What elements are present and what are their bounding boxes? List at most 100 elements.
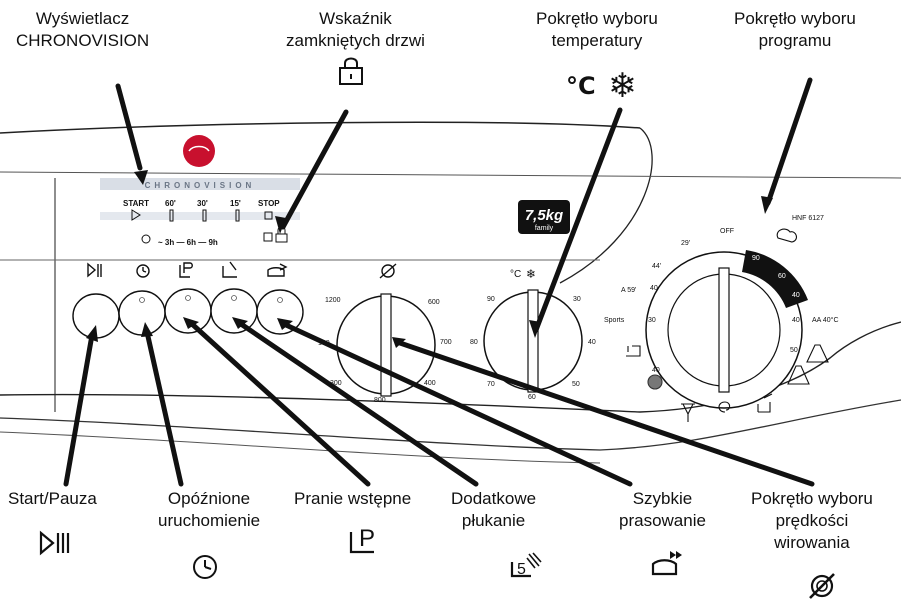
- model-label: HNF 6127: [792, 215, 824, 222]
- callout-door-lock-icon: [336, 56, 366, 93]
- temp-scale-50: 50: [572, 381, 580, 388]
- drum-door-edge-inner: [0, 431, 601, 464]
- arrowhead-start-pause: [86, 325, 98, 342]
- spin-knob[interactable]: [336, 293, 436, 397]
- arrowhead-delay-start: [141, 322, 153, 337]
- panel-rinse-icon: [222, 261, 237, 278]
- program-label-a59: A 59': [621, 287, 636, 294]
- arrowhead-extra-rinse: [232, 317, 248, 329]
- temp-scale-40: 40: [588, 339, 596, 346]
- program-label-40c: 40: [650, 285, 658, 292]
- capacity-sub: family: [535, 225, 554, 232]
- pointer-extra-rinse: [238, 321, 479, 487]
- capacity-badge: [518, 200, 570, 234]
- callout-extra-rinse-line1: Dodatkowe: [451, 489, 537, 508]
- callout-temperature: Pokrętło wyboru temperatury: [536, 8, 658, 52]
- capacity-value: 7,5kg: [525, 207, 563, 224]
- spin-scale-1200: 1200: [325, 297, 341, 304]
- temp-scale-80: 80: [470, 339, 478, 346]
- program-spin-icon: [718, 401, 731, 413]
- spin-scale-800: 800: [374, 397, 386, 404]
- callout-delay-start-line2: uruchomienie: [158, 511, 261, 530]
- spin-scale-400: 400: [424, 380, 436, 387]
- callout-temperature-line1: Pokrętło wyboru: [536, 9, 658, 28]
- callout-program: Pokrętło wyboru programu: [734, 8, 856, 52]
- panel-spin-slash: [379, 263, 397, 279]
- arrowhead-temperature: [529, 320, 541, 338]
- pointer-delay-start: [144, 329, 184, 487]
- callout-door-lock-line1: Wskaźnik: [319, 9, 392, 28]
- drum-door-edge: [0, 399, 901, 451]
- pointer-program: [765, 77, 813, 206]
- callout-spin: Pokrętło wyboru prędkości wirowania: [751, 488, 873, 554]
- callout-start-pause-icon: [38, 530, 72, 563]
- arrowhead-spin: [392, 337, 406, 348]
- pointer-temperature: [533, 107, 623, 333]
- display-led-stop: [264, 211, 273, 220]
- callout-program-line1: Pokrętło wyboru: [734, 9, 856, 28]
- callout-prewash-icon: P: [348, 522, 384, 563]
- panel-top-edge: [0, 121, 641, 134]
- arrowhead-prewash: [183, 317, 199, 329]
- panel-bottom-edge: [0, 321, 901, 413]
- callout-program-line2: programu: [758, 31, 832, 50]
- program-drum-icon: [647, 374, 663, 390]
- program-label-30: 30: [648, 317, 656, 324]
- display-band-lower: [100, 212, 300, 220]
- display-brand: CHRONOVISION: [145, 181, 256, 190]
- panel-line: [0, 171, 901, 179]
- callout-extra-rinse-line2: płukanie: [461, 511, 526, 530]
- panel-pause-bars-icon: [97, 264, 102, 277]
- callout-easy-iron: Szybkie prasowanie: [619, 488, 706, 532]
- display-hood-edge: [559, 127, 653, 284]
- display-time-30: 30': [197, 199, 208, 208]
- program-flask-icon: [806, 344, 829, 363]
- callout-snowflake-icon: ❄: [608, 66, 637, 106]
- program-label-aa: AA 40°C: [812, 316, 839, 324]
- pointer-spin: [397, 340, 815, 487]
- display-led-30: [202, 209, 207, 222]
- callout-extra-rinse: Dodatkowe płukanie: [451, 488, 536, 532]
- panel-delay-clock-icon: [136, 264, 150, 278]
- program-flask-icon-2: [787, 365, 810, 385]
- panel-spin-icon: [381, 264, 395, 278]
- display-delays: ~ 3h — 6h — 9h: [158, 238, 218, 247]
- arrowhead-door-lock: [275, 216, 286, 234]
- program-prewash-icon: [626, 345, 641, 357]
- callout-door-lock: Wskaźnik zamkniętych drzwi: [286, 8, 425, 52]
- arrowhead-program: [761, 196, 773, 214]
- brand-logo: [183, 135, 215, 167]
- program-knob[interactable]: [645, 250, 808, 409]
- display-led-15: [235, 209, 240, 222]
- display-start-led: [131, 209, 141, 221]
- display-time-stop: STOP: [258, 199, 280, 208]
- callout-delay-start: Opóźnione uruchomienie: [158, 488, 260, 532]
- pointer-prewash: [189, 321, 371, 487]
- display-door-lock-icon: [275, 233, 288, 243]
- panel-snowflake-icon: ❄: [526, 267, 536, 281]
- arrowhead-easy-iron: [277, 318, 293, 330]
- spin-scale-600: 600: [428, 299, 440, 306]
- callout-easy-iron-line2: prasowanie: [619, 511, 706, 530]
- program-label-sports: Sports: [604, 317, 625, 324]
- callout-delay-start-line1: Opóźnione: [167, 489, 251, 508]
- callout-prewash: Pranie wstępne: [294, 488, 411, 510]
- program-off: OFF: [720, 228, 734, 235]
- display-time-15: 15': [230, 199, 241, 208]
- pointer-start-pause: [63, 332, 95, 487]
- program-label-40: 40: [792, 292, 800, 299]
- callout-display-line2: CHRONOVISION: [16, 31, 150, 50]
- panel-start-pause-icon: [87, 262, 97, 278]
- easy-iron-button[interactable]: [256, 289, 304, 335]
- program-label-29: 29': [681, 240, 690, 247]
- callout-start-pause-line1: Start/Pauza: [8, 489, 97, 508]
- temp-scale-70: 70: [487, 381, 495, 388]
- callout-extra-rinse-icon: 5: [509, 550, 543, 587]
- temp-scale-90: 90: [487, 296, 495, 303]
- brand-logo-mark: [188, 145, 210, 152]
- callout-display: Wyświetlacz CHRONOVISION: [16, 8, 149, 52]
- panel-prewash-icon: [179, 262, 193, 278]
- callout-display-line1: Wyświetlacz: [35, 9, 130, 28]
- panel-temp-unit: °C: [510, 269, 521, 280]
